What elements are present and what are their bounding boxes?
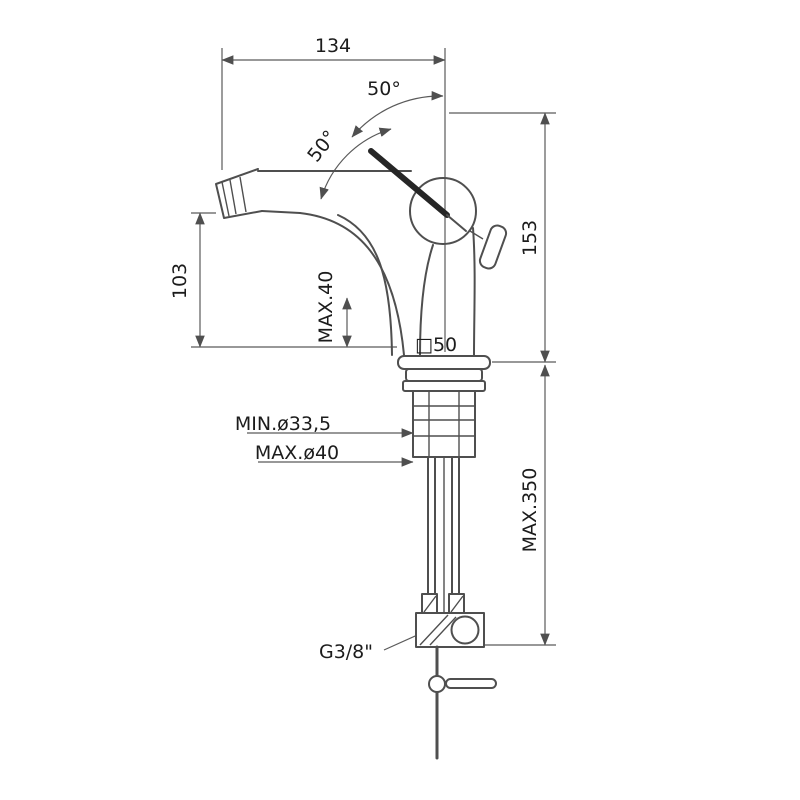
body-front-curve-outer <box>299 212 405 356</box>
hose-connector-hatch <box>423 595 464 613</box>
thread-nut-boss <box>450 615 480 645</box>
mounting-washer <box>402 380 486 392</box>
aerator-grooves <box>221 176 247 217</box>
base-plate <box>405 368 483 382</box>
side-lever-knob <box>478 224 508 270</box>
handle-joint-circle <box>409 177 477 245</box>
popup-rod-horizontal <box>445 678 497 689</box>
body-front-curve-inner <box>337 214 393 356</box>
valve-body-line <box>419 244 434 356</box>
thread-nut-hatch <box>419 614 457 646</box>
label-angle-lower: 50° <box>303 126 341 166</box>
handle-lever-axis <box>446 214 467 232</box>
label-width-top: 134 <box>315 35 351 57</box>
label-height-right: 153 <box>519 220 541 256</box>
label-max-deck: MAX.40 <box>315 271 337 344</box>
side-lever-connector <box>469 230 484 240</box>
spout-bottom-edge <box>261 210 301 214</box>
label-hole-min: MIN.ø33,5 <box>235 413 331 435</box>
faucet-body <box>215 148 508 760</box>
popup-rod-ball <box>428 675 446 693</box>
dimension-lines <box>191 48 556 651</box>
supply-tubes <box>427 456 460 599</box>
mounting-nut-detail <box>413 391 475 457</box>
base-flange <box>397 355 491 370</box>
label-hole-max: MAX.ø40 <box>255 442 339 464</box>
label-height-left: 103 <box>169 263 191 299</box>
dimension-labels: 134 50° 50° 153 103 MAX.40 □50 MIN.ø33,5… <box>169 35 541 663</box>
mounting-nut <box>412 390 476 458</box>
dim-arc-angle-lower <box>319 127 392 200</box>
dim-arc-angle-upper <box>351 90 444 138</box>
body-right-edge <box>472 227 476 356</box>
label-max-below: MAX.350 <box>519 468 541 553</box>
label-angle-upper: 50° <box>367 78 401 100</box>
handle-lever <box>368 148 450 218</box>
aerator-outline <box>215 168 263 219</box>
label-base-square: □50 <box>415 334 457 356</box>
label-thread: G3/8" <box>319 641 373 663</box>
